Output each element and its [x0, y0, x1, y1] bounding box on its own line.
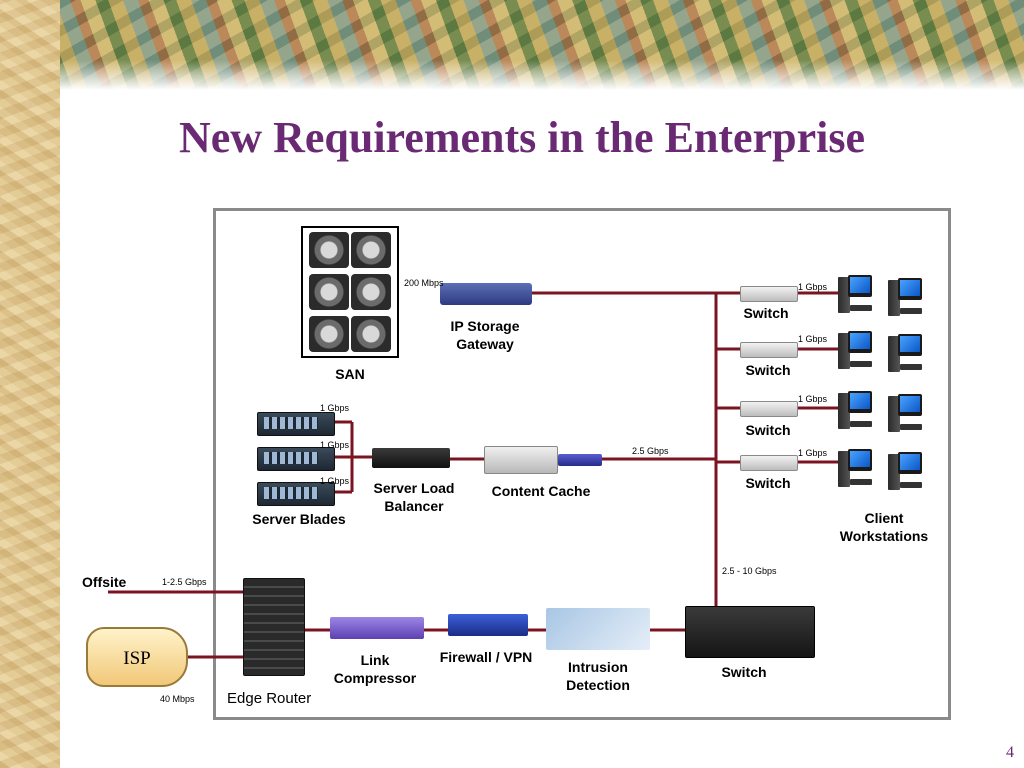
speed-label: 2.5 Gbps: [632, 446, 669, 456]
firewall-vpn-icon: [448, 614, 528, 636]
switch-label: Switch: [745, 422, 791, 438]
edge-router-label: Edge Router: [227, 690, 312, 707]
firewall-vpn-label: Firewall / VPN: [439, 649, 533, 665]
edge-router-icon: [243, 578, 305, 676]
content-cache-label: Content Cache: [491, 483, 591, 499]
speed-label: 1 Gbps: [798, 448, 828, 458]
client-workstations-label: Client Workstations: [839, 510, 929, 544]
server-load-balancer-label: Server Load Balancer: [373, 480, 455, 514]
disk-icon: [309, 274, 349, 310]
isp-label: ISP: [123, 648, 151, 669]
disk-icon: [351, 232, 391, 268]
disk-icon: [351, 274, 391, 310]
speed-label: 1 Gbps: [320, 440, 350, 450]
speed-label: 1 Gbps: [798, 282, 828, 292]
intrusion-detection-label: Intrusion Detection: [566, 659, 630, 693]
server-load-balancer-icon: [372, 448, 450, 468]
workstation-icon: [838, 331, 872, 371]
switch-label: Switch: [745, 475, 791, 491]
switch-icon: [740, 286, 798, 302]
content-cache-unit-icon: [558, 454, 602, 466]
workstation-icon: [838, 275, 872, 315]
isp-cloud: [86, 627, 188, 687]
workstation-icon: [888, 278, 922, 318]
speed-label: 1 Gbps: [320, 476, 350, 486]
speed-label: 1 Gbps: [798, 334, 828, 344]
server-blade-icon: [257, 447, 335, 471]
decorative-left-strip: [0, 0, 60, 768]
core-switch-label: Switch: [721, 664, 767, 680]
disk-icon: [351, 316, 391, 352]
banner-fade: [60, 60, 1024, 90]
server-blade-icon: [257, 482, 335, 506]
switch-label: Switch: [745, 362, 791, 378]
workstation-icon: [888, 334, 922, 374]
speed-label: 1 Gbps: [798, 394, 828, 404]
page-number: 4: [1006, 744, 1014, 761]
content-cache-icon: [484, 446, 558, 474]
san-label: SAN: [335, 366, 365, 382]
ip-storage-gateway-label: IP Storage Gateway: [450, 318, 520, 352]
core-switch-icon: [685, 606, 815, 658]
speed-label: 2.5 - 10 Gbps: [722, 566, 777, 576]
link-compressor-icon: [330, 617, 424, 639]
speed-label: 1 Gbps: [320, 403, 350, 413]
server-blade-icon: [257, 412, 335, 436]
intrusion-detection-icon: [546, 608, 650, 650]
switch-label: Switch: [743, 305, 789, 321]
workstation-icon: [838, 391, 872, 431]
link-compressor-label: Link Compressor: [333, 652, 417, 686]
workstation-icon: [838, 449, 872, 489]
workstation-icon: [888, 394, 922, 434]
speed-label: 200 Mbps: [404, 278, 444, 288]
disk-icon: [309, 232, 349, 268]
offsite-label: Offsite: [82, 574, 127, 590]
speed-label: 40 Mbps: [160, 694, 195, 704]
san-storage: [301, 226, 399, 358]
disk-icon: [309, 316, 349, 352]
switch-icon: [740, 342, 798, 358]
ip-storage-gateway-icon: [440, 283, 532, 305]
switch-icon: [740, 455, 798, 471]
server-blades-label: Server Blades: [252, 511, 346, 527]
speed-label: 1-2.5 Gbps: [162, 577, 207, 587]
switch-icon: [740, 401, 798, 417]
slide-title: New Requirements in the Enterprise: [179, 113, 865, 162]
workstation-icon: [888, 452, 922, 492]
